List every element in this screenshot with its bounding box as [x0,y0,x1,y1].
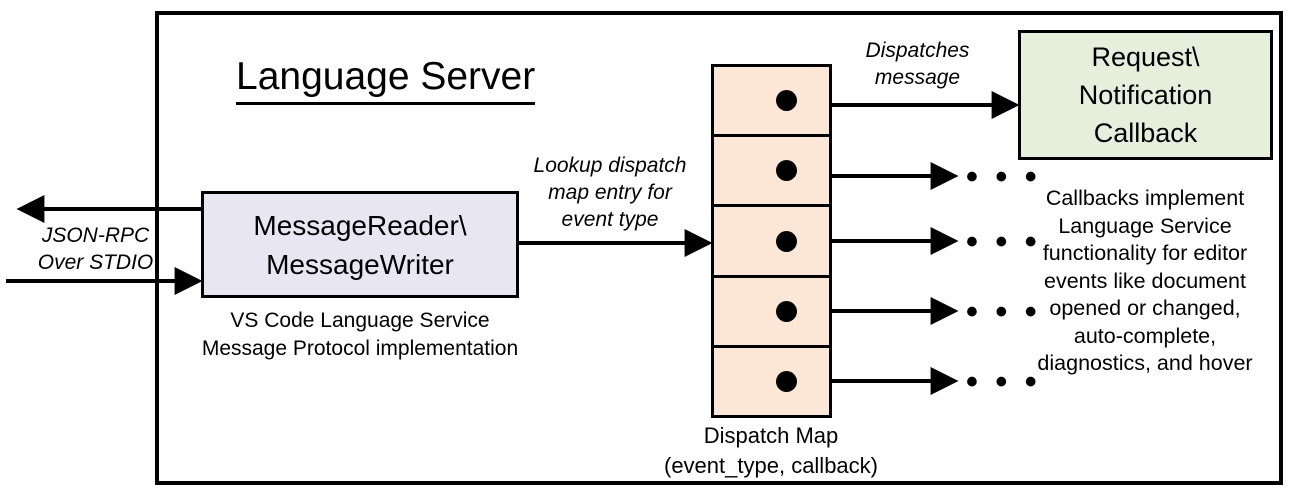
ellipsis-row-3: • • • [966,223,1041,261]
callback-entry-dot-icon [776,300,797,322]
node-request-notification-callback-label: Request\ Notification Callback [1078,42,1213,148]
callback-entry-dot-icon [776,230,797,252]
callback-entry-dot-icon [776,90,797,112]
ellipsis-row-2: • • • [966,158,1041,196]
dispatch-map-row[interactable] [714,348,829,415]
node-message-reader-writer-label: MessageReader\ MessageWriter [253,209,467,280]
dispatch-map-row[interactable] [714,207,829,278]
callback-entry-dot-icon [776,160,797,182]
ellipsis-row-4: • • • [966,293,1041,331]
dispatch-map-row[interactable] [714,67,829,138]
page-title: Language Server [236,53,536,105]
callback-entry-dot-icon [776,370,797,392]
caption-dispatch-map: Dispatch Map (event_type, callback) [664,423,878,478]
ellipsis-row-5: • • • [966,363,1041,401]
language-server-boundary [155,11,1283,485]
dispatch-map-row[interactable] [714,137,829,208]
caption-callbacks-description: Callbacks implement Language Service fun… [1037,186,1253,375]
node-request-notification-callback[interactable]: Request\ Notification Callback [1018,30,1273,160]
edge-label-jsonrpc: JSON-RPC Over STDIO [37,224,154,274]
caption-message-reader-writer: VS Code Language Service Message Protoco… [201,309,519,360]
node-message-reader-writer[interactable]: MessageReader\ MessageWriter [201,191,519,298]
edge-label-dispatches: Dispatches message [865,39,970,89]
edge-label-lookup: Lookup dispatch map entry for event type [533,154,687,231]
dispatch-map-row[interactable] [714,278,829,348]
dispatch-map-table[interactable] [711,64,832,418]
